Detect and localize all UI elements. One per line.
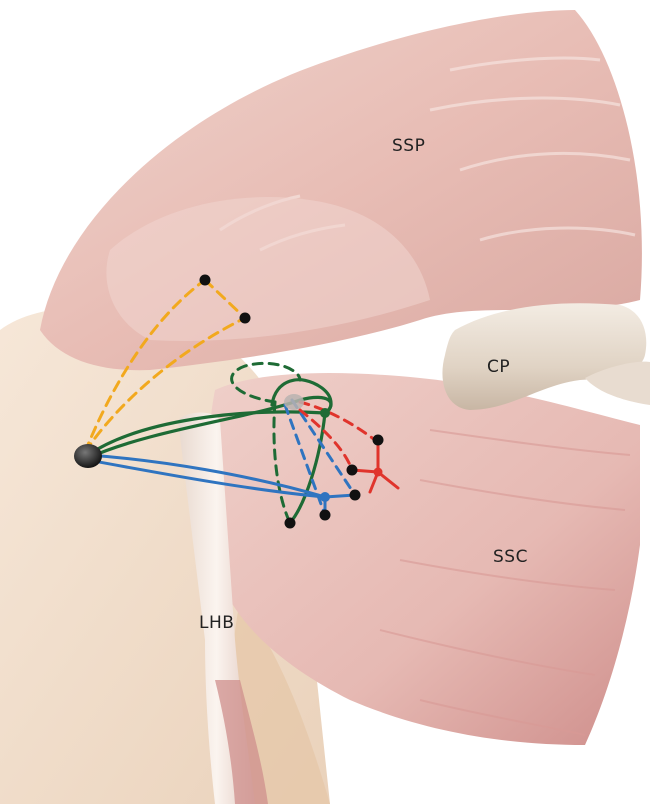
- cp-label: CP: [487, 357, 510, 377]
- suture-anchor-icon: [74, 444, 102, 468]
- green-knot: [320, 408, 330, 418]
- ssp-label: SSP: [392, 136, 425, 156]
- lhb-label: LHB: [199, 613, 234, 633]
- lesser-tuberosity-anchor: [284, 394, 304, 410]
- ssc-label: SSC: [493, 547, 528, 567]
- blue-knot: [320, 492, 330, 502]
- red-knot: [374, 468, 383, 477]
